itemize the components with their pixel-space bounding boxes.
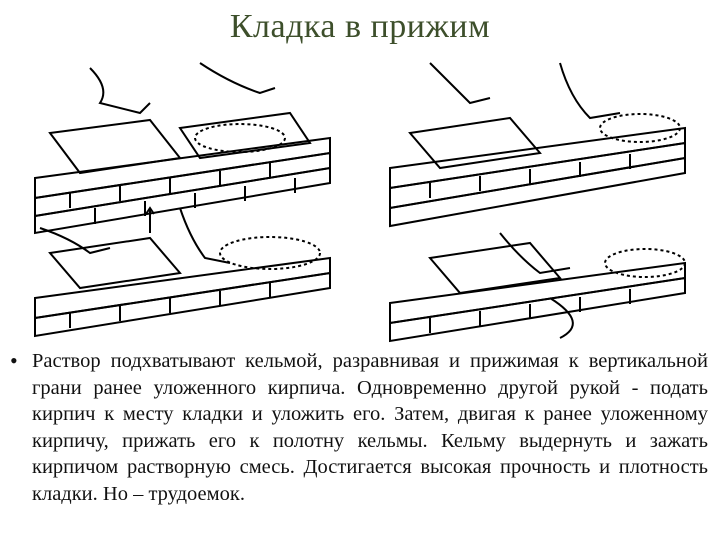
bricklaying-illustration xyxy=(34,62,686,343)
slide-title: Кладка в прижим xyxy=(229,8,491,45)
panel-step-1 xyxy=(34,62,331,235)
body-paragraph: Раствор подхватывают кельмой, разравнива… xyxy=(32,350,708,505)
panel-step-4 xyxy=(389,232,686,343)
panel-step-3 xyxy=(34,206,331,338)
panel-step-2 xyxy=(389,62,686,228)
bullet-marker: • xyxy=(10,348,18,373)
